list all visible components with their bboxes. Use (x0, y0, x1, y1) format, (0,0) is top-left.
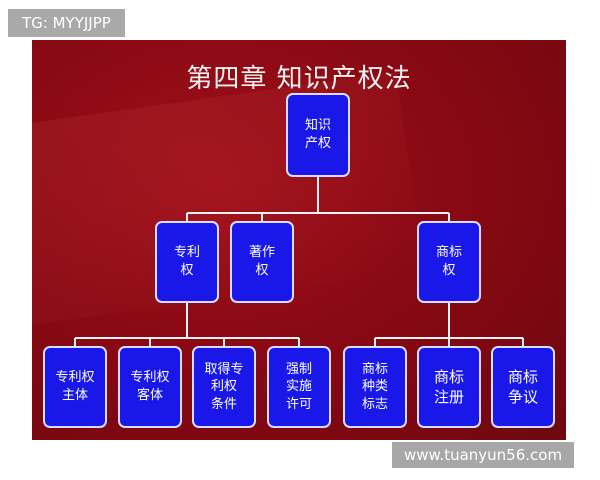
watermark-top-left: TG: MYYJJPP (8, 9, 125, 37)
node-trademark-types: 商标 种类 标志 (343, 346, 407, 428)
node-copyright: 著作 权 (230, 221, 294, 303)
node-patent-subject: 专利权 主体 (43, 346, 107, 428)
watermark-bottom-right: www.tuanyun56.com (392, 442, 575, 468)
node-compulsory-license: 强制 实施 许可 (267, 346, 331, 428)
node-patent-object: 专利权 客体 (118, 346, 182, 428)
node-trademark-registration: 商标 注册 (417, 346, 481, 428)
node-trademark-dispute: 商标 争议 (491, 346, 555, 428)
node-trademark: 商标 权 (417, 221, 481, 303)
node-patent: 专利 权 (155, 221, 219, 303)
node-root: 知识 产权 (286, 93, 350, 177)
node-patent-conditions: 取得专 利权 条件 (192, 346, 256, 428)
connector-lines (74, 177, 524, 346)
slide-title: 第四章 知识产权法 (186, 64, 412, 94)
slide: 第四章 知识产权法 知识 产权 专利 权 著作 权 商标 权 专利权 (32, 40, 566, 440)
